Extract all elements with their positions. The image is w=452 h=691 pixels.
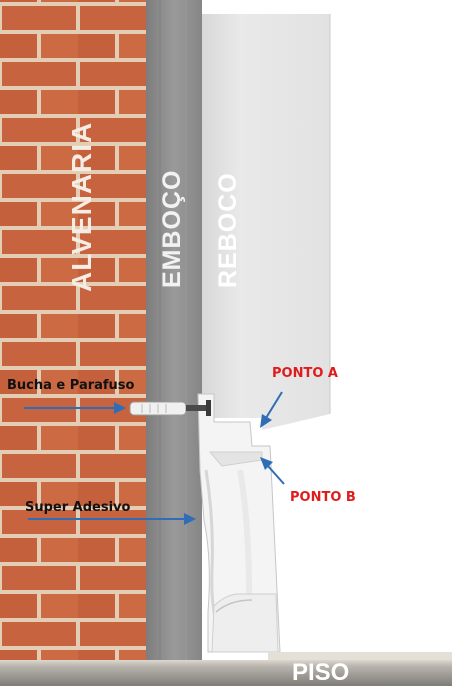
reboco-layer xyxy=(202,14,330,430)
label-ponto-b: PONTO B xyxy=(290,490,356,505)
label-emboco: EMBOÇO xyxy=(158,169,186,289)
label-super-adesivo: Super Adesivo xyxy=(25,500,131,515)
label-reboco: REBOCO xyxy=(214,172,242,288)
label-bucha-parafuso: Bucha e Parafuso xyxy=(7,378,135,393)
label-alvenaria: ALVENARIA xyxy=(66,121,97,292)
label-ponto-a: PONTO A xyxy=(272,366,338,381)
label-piso: PISO xyxy=(292,659,350,686)
floor xyxy=(0,660,452,686)
screw xyxy=(186,405,208,411)
arrows xyxy=(24,391,285,525)
brick-wall xyxy=(0,0,146,686)
emboco-layer xyxy=(146,0,202,686)
